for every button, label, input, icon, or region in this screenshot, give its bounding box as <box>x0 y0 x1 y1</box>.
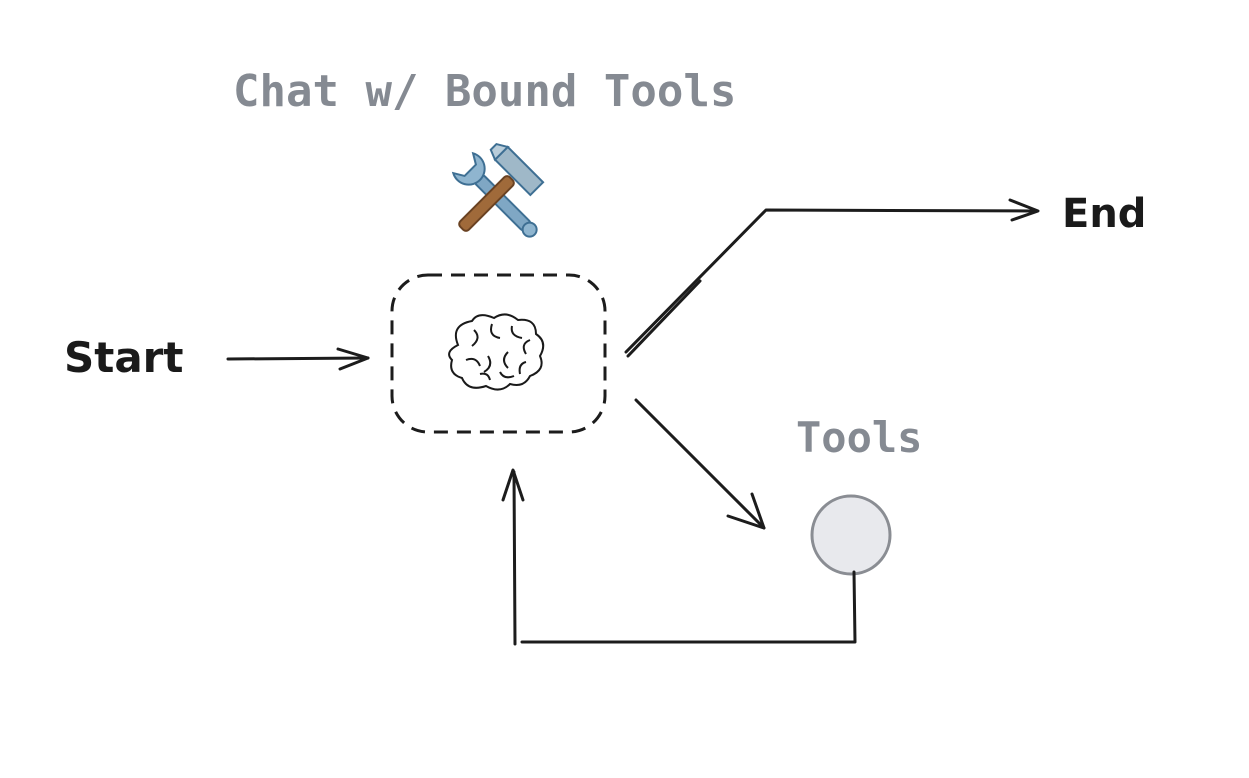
tools-label: Tools <box>796 413 922 462</box>
hammer-and-wrench-icon <box>451 142 545 238</box>
arrow-start-to-chat <box>226 347 370 371</box>
tools-node[interactable] <box>810 494 892 576</box>
arrow-chat-to-end <box>624 198 1040 358</box>
brain-icon <box>448 313 545 391</box>
start-label: Start <box>64 333 183 382</box>
arrow-chat-to-tools <box>634 398 766 530</box>
chat-node[interactable] <box>390 273 607 434</box>
arrow-tools-to-chat <box>501 468 857 646</box>
end-label: End <box>1062 191 1146 237</box>
diagram-title: Chat w/ Bound Tools <box>233 66 736 117</box>
